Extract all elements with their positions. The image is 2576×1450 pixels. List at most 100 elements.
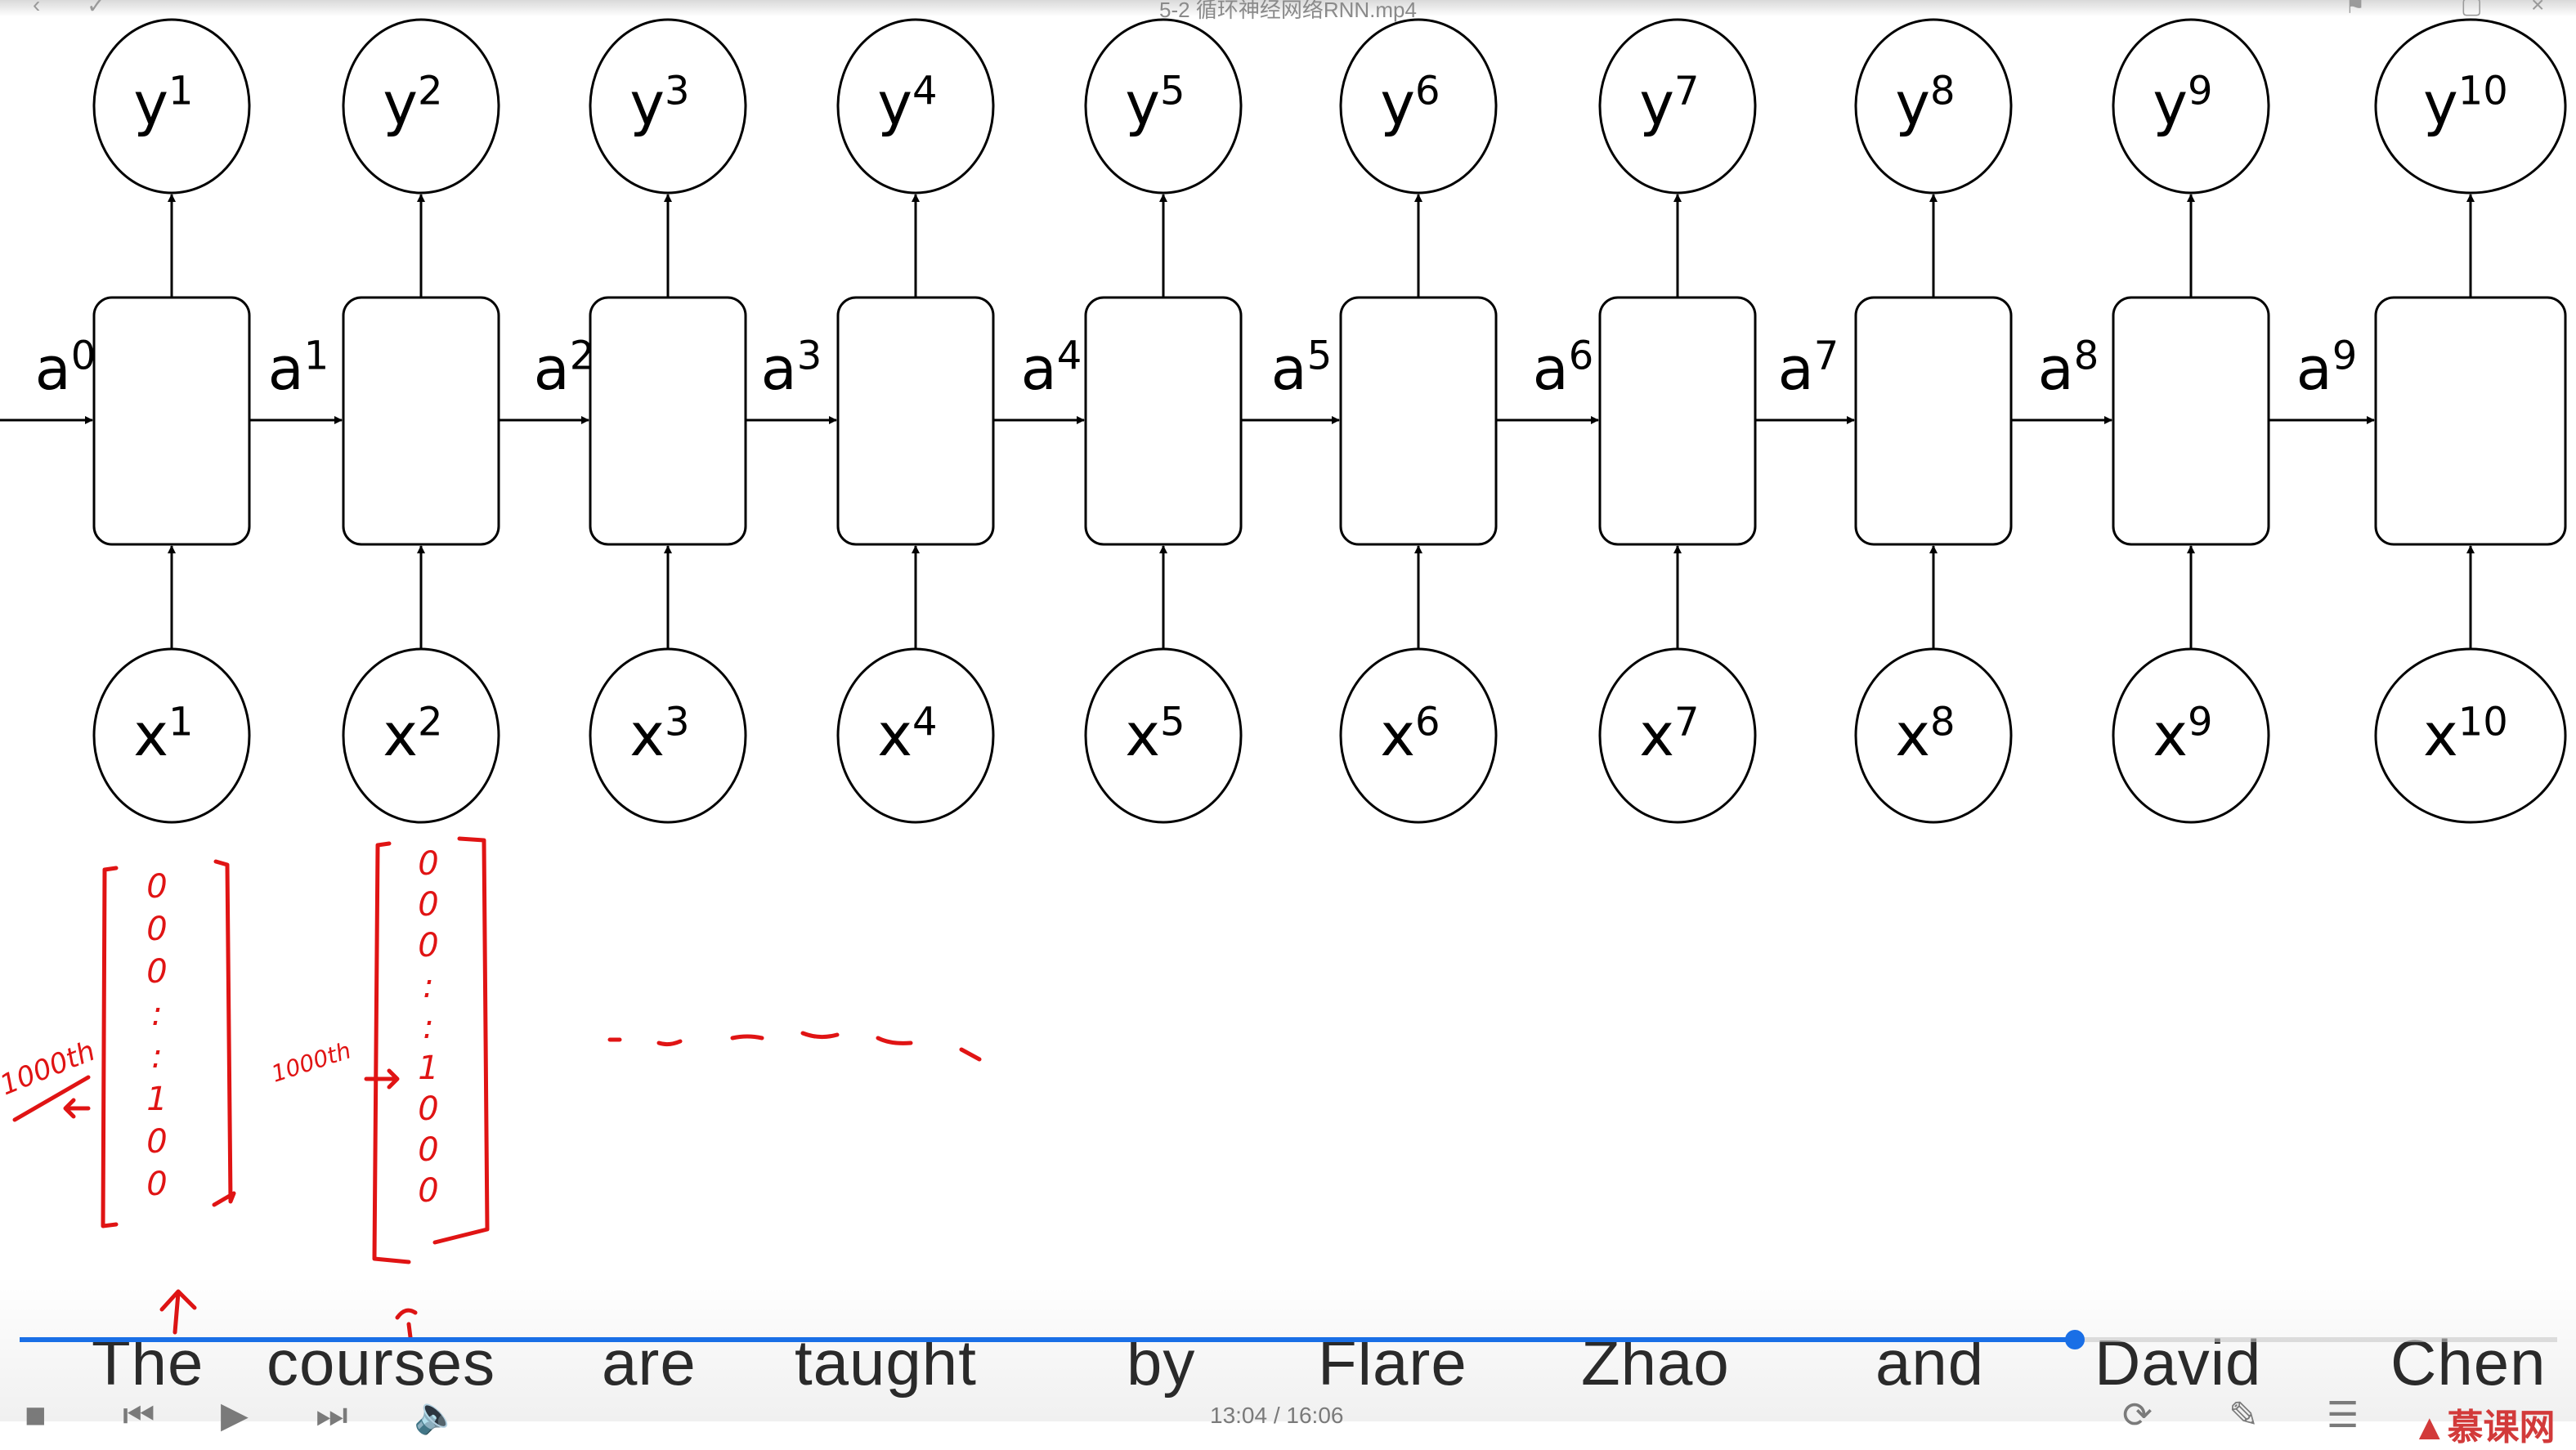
output-node-5 — [1084, 18, 1243, 195]
vector2-entry: : — [423, 1009, 433, 1046]
previous-icon[interactable]: ⏮ — [123, 1395, 155, 1435]
input-label-9: x9 — [2153, 700, 2212, 769]
output-node-2 — [342, 18, 500, 195]
output-node-1 — [92, 18, 251, 195]
playlist-icon[interactable]: ☰ — [2327, 1395, 2359, 1435]
input-label-8: x8 — [1895, 700, 1955, 769]
activation-label-8: a8 — [2038, 333, 2099, 403]
vector2-entry: 0 — [418, 927, 438, 964]
edit-icon[interactable]: ✎ — [2229, 1395, 2259, 1435]
input-label-3: x3 — [629, 700, 689, 769]
vector1-entry: 0 — [146, 911, 167, 948]
input-label-5: x5 — [1125, 700, 1185, 769]
volume-icon[interactable]: 🔈 — [414, 1395, 459, 1435]
output-label-10: y10 — [2423, 69, 2508, 138]
window-icon[interactable]: ▢ — [2461, 0, 2483, 18]
vector1-entry: 0 — [146, 953, 167, 991]
output-node-3 — [589, 18, 747, 195]
check-icon[interactable]: ✓ — [87, 0, 106, 18]
vector1-entry: 1 — [146, 1081, 167, 1118]
output-node-9 — [2112, 18, 2270, 195]
activation-label-6: a6 — [1533, 333, 1594, 403]
activation-label-7: a7 — [1778, 333, 1839, 403]
activation-label-9: a9 — [2296, 333, 2358, 403]
rnn-cell-10 — [2374, 296, 2567, 546]
vector2-entry: : — [423, 968, 433, 1005]
vector2-entry: 0 — [418, 1131, 438, 1169]
input-label-6: x6 — [1380, 700, 1440, 769]
output-label-4: y4 — [877, 69, 937, 138]
vector1-label: 1000th — [0, 1035, 100, 1103]
handwritten-annotations: 1000th 1000th 000::100 000::1000 — [0, 836, 982, 1340]
rnn-cell-3 — [589, 296, 747, 546]
rnn-cell-6 — [1339, 296, 1498, 546]
share-icon[interactable]: ⚑ — [2345, 0, 2366, 18]
time-display: 13:04 / 16:06 — [1210, 1403, 1344, 1428]
vector2-right-bracket — [432, 836, 490, 1245]
video-title: 5-2 循环神经网络RNN.mp4 — [1159, 0, 1417, 22]
output-label-6: y6 — [1380, 69, 1440, 138]
output-node-4 — [836, 18, 995, 195]
input-label-7: x7 — [1639, 700, 1699, 769]
activation-label-2: a2 — [534, 333, 595, 403]
progress-fill — [20, 1337, 2076, 1342]
vector2-entry: 0 — [418, 1090, 438, 1128]
rnn-cell-1 — [92, 296, 251, 546]
activation-label-0: a0 — [35, 333, 96, 403]
bottom-shade — [0, 1275, 2576, 1421]
brand-logo: ▲慕课网 — [2412, 1407, 2556, 1448]
output-label-9: y9 — [2153, 69, 2212, 138]
rnn-cell-5 — [1084, 296, 1243, 546]
ellipsis-dashes — [607, 1031, 982, 1062]
output-label-2: y2 — [383, 69, 442, 138]
player-controls: ■ ⏮ ▶ ⏭ 🔈 13:04 / 16:06 ⟳ ✎ ☰ ▲慕课网 — [0, 1398, 2576, 1448]
vector1-entry: : — [151, 996, 162, 1033]
back-icon[interactable]: ‹ — [33, 0, 41, 17]
play-icon[interactable]: ▶ — [221, 1395, 249, 1435]
vector1-up-arrow — [159, 1289, 197, 1335]
rnn-cell-7 — [1598, 296, 1757, 546]
vector1-entry: 0 — [146, 1166, 167, 1203]
rnn-cell-9 — [2112, 296, 2270, 546]
vector2-pointer — [364, 1068, 400, 1090]
activation-label-5: a5 — [1271, 333, 1333, 403]
output-label-7: y7 — [1639, 69, 1699, 138]
progress-bar[interactable] — [20, 1330, 2557, 1349]
vector2-entry: 0 — [418, 1172, 438, 1210]
vector2-left-bracket — [372, 841, 411, 1264]
input-label-4: x4 — [877, 700, 937, 769]
rnn-cell-2 — [342, 296, 500, 546]
loop-icon[interactable]: ⟳ — [2122, 1395, 2153, 1435]
input-label-2: x2 — [383, 700, 442, 769]
vector2-entry: 0 — [418, 886, 438, 924]
rnn-cell-8 — [1854, 296, 2013, 546]
activation-label-4: a4 — [1021, 333, 1082, 403]
activation-label-3: a3 — [761, 333, 822, 403]
vector1-left-bracket — [101, 866, 119, 1228]
input-label-10: x10 — [2423, 700, 2508, 769]
output-label-3: y3 — [629, 69, 689, 138]
output-label-8: y8 — [1895, 69, 1955, 138]
vector2-label: 1000th — [268, 1036, 354, 1087]
next-icon[interactable]: ⏭ — [316, 1395, 348, 1435]
output-label-5: y5 — [1125, 69, 1185, 138]
vector1-entry: 0 — [146, 1123, 167, 1161]
vector1-pointer — [12, 1075, 91, 1122]
output-node-6 — [1339, 18, 1498, 195]
rnn-cell-4 — [836, 296, 995, 546]
close-icon[interactable]: × — [2531, 0, 2545, 17]
vector2-entry: 1 — [418, 1049, 438, 1087]
output-node-10 — [2374, 18, 2567, 195]
vector2-mark — [395, 1308, 418, 1340]
stop-icon[interactable]: ■ — [25, 1395, 47, 1435]
output-node-8 — [1854, 18, 2013, 195]
vector1-right-bracket — [212, 859, 236, 1207]
vector1-entry: 0 — [146, 868, 167, 906]
output-label-1: y1 — [133, 69, 193, 138]
output-node-7 — [1598, 18, 1757, 195]
vector1-entry: : — [151, 1038, 162, 1076]
activation-label-1: a1 — [268, 333, 329, 403]
progress-handle[interactable] — [2065, 1330, 2085, 1349]
input-label-1: x1 — [133, 700, 193, 769]
